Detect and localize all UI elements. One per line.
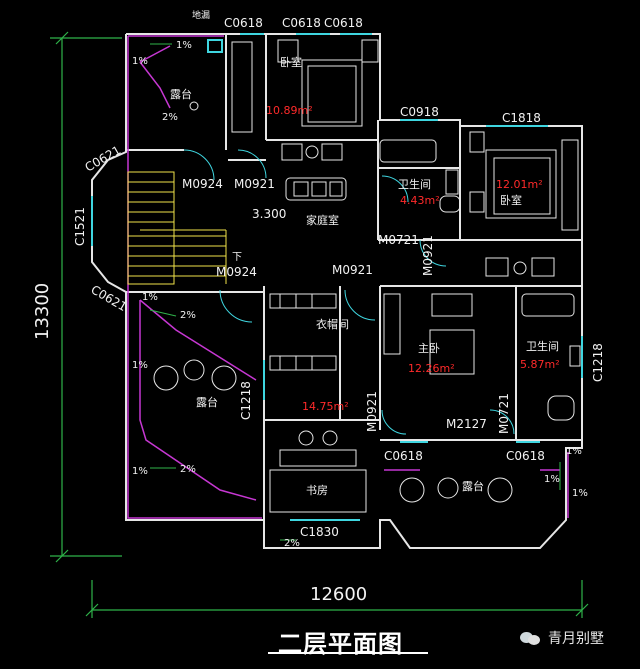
windows [91,33,583,521]
area-bath2: 5.87m² [520,358,560,371]
label-m0721: M0721 [378,233,419,247]
slope-11: 1% [572,488,588,499]
wechat-icon [520,630,542,646]
label-c1218-a: C1218 [239,381,253,420]
label-c1818: C1818 [502,111,541,125]
area-bedroom1: 10.89m² [266,104,313,117]
room-bedroom1: 卧室 [280,55,302,69]
slope-1: 1% [176,40,192,51]
label-c0918: C0918 [400,105,439,119]
walls [91,33,583,549]
slope-5: 2% [180,310,196,321]
label-m0924-b: M0924 [216,265,257,279]
label-c0618-d: C0618 [384,449,423,463]
slope-3: 2% [162,112,178,123]
room-bath2: 卫生间 [526,339,559,353]
area-bath1: 4.43m² [400,194,440,207]
room-terrace-bottom: 露台 [462,479,484,493]
label-c1218-b: C1218 [591,343,605,382]
area-study: 14.75m² [302,400,349,413]
label-c0618-e: C0618 [506,449,545,463]
brand-watermark: 青月别墅 [520,628,604,648]
slope-6: 1% [132,360,148,371]
label-c0621-a: C0621 [83,143,124,175]
room-terrace-left: 露台 [196,395,218,409]
slope-8: 1% [132,466,148,477]
slope-arrows [149,43,561,541]
label-m0921-c: M0921 [365,391,379,432]
dimension-lines [50,31,589,618]
area-bedroom2: 12.01m² [496,178,543,191]
label-c0618-c: C0618 [324,16,363,30]
staircase [127,171,227,285]
level-mark: 3.300 [252,207,286,221]
slope-10: 2% [284,538,300,549]
title-underline [268,622,428,654]
stair-down: 下 [232,252,242,263]
slope-12: 1% [544,474,560,485]
room-master: 主卧 [418,342,440,355]
label-m0921-a: M0921 [234,177,275,191]
slope-4: 1% [142,292,158,303]
label-m0924-a: M0924 [182,177,223,191]
slope-9: 1% [566,446,582,457]
dim-height: 13300 [32,283,53,340]
room-bath1: 卫生间 [398,177,431,191]
brand-name: 青月别墅 [548,631,604,647]
label-c1830: C1830 [300,525,339,539]
label-m0921-v: M0921 [421,235,435,276]
label-m2127: M2127 [446,417,487,431]
label-c0621-b: C0621 [89,282,130,314]
door-swings [183,149,515,435]
slope-7: 2% [180,464,196,475]
room-study: 书房 [306,484,328,497]
slope-2: 1% [132,56,148,67]
dim-width: 12600 [310,584,367,605]
area-master: 12.26m² [408,362,455,375]
room-terrace-top: 露台 [170,87,192,101]
room-wardrobe: 衣帽间 [316,317,349,331]
label-c0618-b: C0618 [282,16,321,30]
label-c0618-a: C0618 [224,16,263,30]
room-bedroom2: 卧室 [500,193,522,207]
label-c1521: C1521 [73,207,87,246]
page-title: 二层平面图 [278,630,403,658]
label-m0721-b: M0721 [497,393,511,434]
railings [127,35,569,519]
room-family: 家庭室 [306,213,339,227]
label-drain: 地漏 [192,9,210,21]
label-m0921-b: M0921 [332,263,373,277]
furniture [153,39,581,513]
